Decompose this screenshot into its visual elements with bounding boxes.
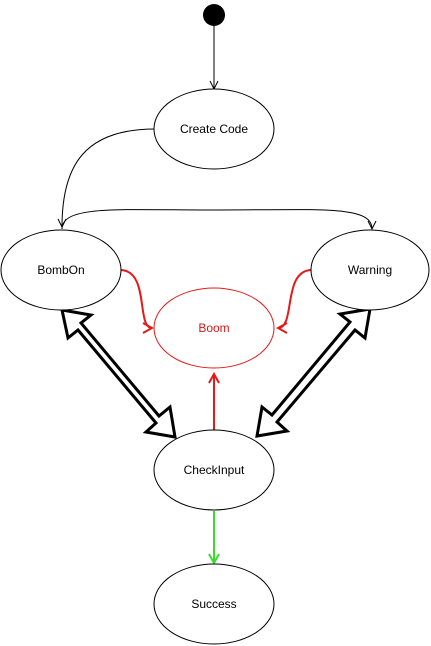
edge-warning-to-boom [278, 269, 313, 328]
node-success-label: Success [191, 597, 236, 611]
node-check-input[interactable]: CheckInput [153, 429, 275, 511]
node-warning-label: Warning [348, 263, 392, 277]
node-bomb-on[interactable]: BombOn [0, 229, 122, 311]
block-arrow-bomb-on-check-input [60, 308, 177, 439]
node-bomb-on-label: BombOn [37, 263, 84, 277]
node-create-code-label: Create Code [180, 122, 248, 136]
node-create-code[interactable]: Create Code [153, 88, 275, 170]
initial-state-dot [203, 4, 225, 26]
edge-create-code-to-bomb-on [62, 128, 156, 227]
edge-bomb-on-to-warning [61, 209, 372, 229]
node-check-input-label: CheckInput [184, 463, 245, 477]
node-boom[interactable]: Boom [153, 287, 275, 369]
block-arrow-warning-check-input [255, 307, 372, 438]
node-success[interactable]: Success [153, 563, 275, 645]
edge-bomb-on-to-boom [119, 269, 152, 328]
node-warning[interactable]: Warning [310, 229, 430, 311]
node-boom-label: Boom [198, 321, 229, 335]
